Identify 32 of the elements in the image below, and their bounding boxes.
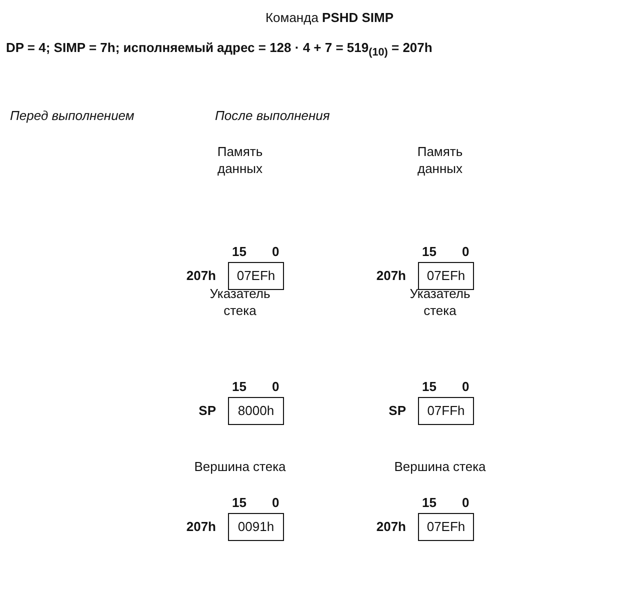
address-label: 207h: [375, 268, 406, 283]
phase-heading: Перед выполнением: [10, 108, 134, 123]
bit-number: 0: [272, 244, 280, 259]
register-box: 07EFh: [418, 262, 474, 290]
bit-number: 15: [232, 379, 246, 394]
bit-number: 0: [272, 495, 280, 510]
address-label: 207h: [375, 519, 406, 534]
register-box: 07FFh: [418, 397, 474, 425]
bit-number: 15: [232, 244, 246, 259]
bit-number: 0: [272, 379, 280, 394]
bit-number: 15: [422, 244, 436, 259]
phase-heading: После выполнения: [215, 108, 330, 123]
address-label: SP: [388, 403, 406, 418]
bit-number: 0: [462, 244, 470, 259]
section-heading: Память данных: [216, 143, 264, 177]
register-box: 0091h: [228, 513, 284, 541]
register-box: 07EFh: [228, 262, 284, 290]
section-heading: Вершина стека: [193, 458, 287, 475]
register-box: 8000h: [228, 397, 284, 425]
section-heading: Вершина стека: [393, 458, 487, 475]
address-formula: DP = 4; SIMP = 7h; исполняемый адрес = 128 · 4 + 7 = 519$_{(10)}$ = 207h: [6, 40, 432, 59]
section-heading: Память данных: [416, 143, 464, 177]
diagram-title: Команда PSHD SIMP: [264, 10, 395, 25]
address-label: 207h: [185, 519, 216, 534]
register-box: 07EFh: [418, 513, 474, 541]
bit-number: 15: [422, 379, 436, 394]
address-label: 207h: [185, 268, 216, 283]
address-label: SP: [198, 403, 216, 418]
bit-number: 15: [422, 495, 436, 510]
bit-number: 15: [232, 495, 246, 510]
bit-number: 0: [462, 495, 470, 510]
bit-number: 0: [462, 379, 470, 394]
